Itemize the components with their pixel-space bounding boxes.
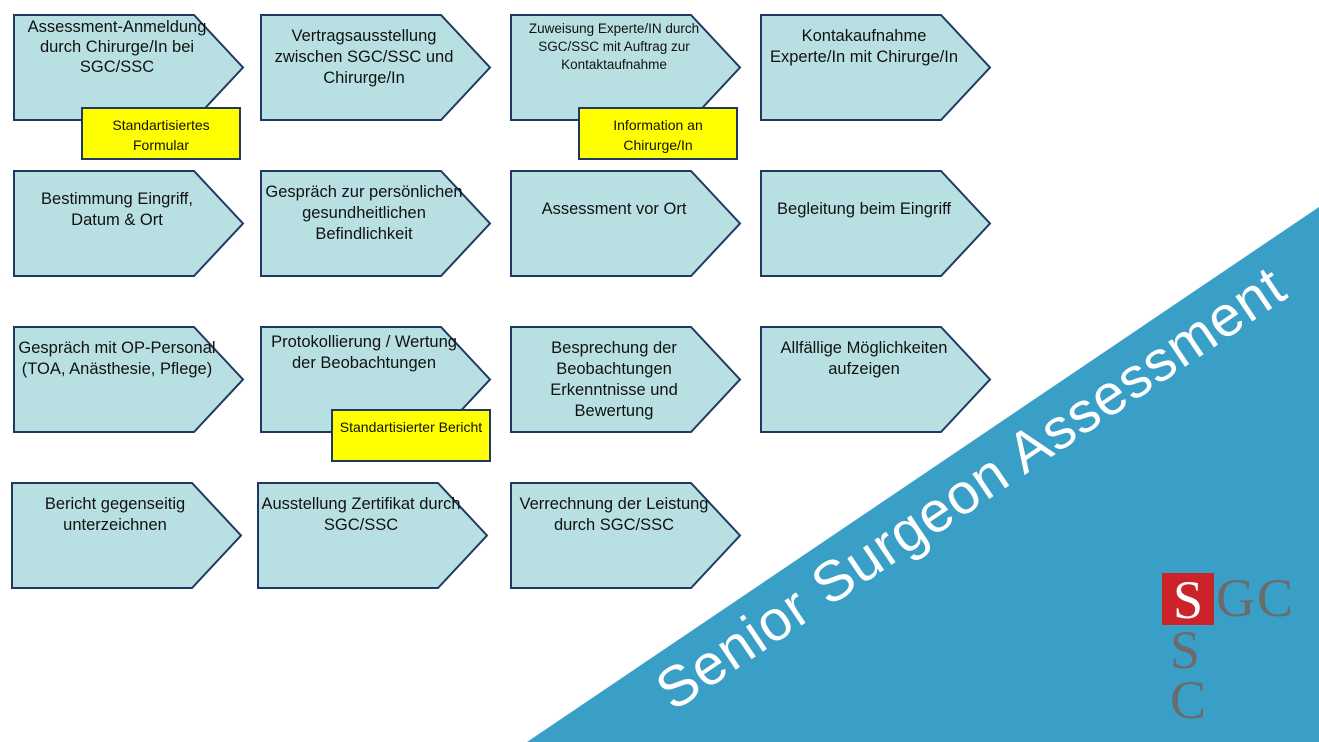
arrow-shape — [11, 482, 243, 589]
process-step-arrow: Gespräch zur persönlichen gesundheitlich… — [260, 170, 492, 277]
logo-letter: C — [1257, 568, 1294, 628]
arrow-shape — [13, 14, 245, 121]
step-label: Begleitung beim Eingriff — [777, 200, 951, 218]
step-label: Zuweisung Experte/IN durch SGC/SSC mit A… — [528, 21, 700, 72]
process-step-arrow: Zuweisung Experte/IN durch SGC/SSC mit A… — [510, 14, 742, 121]
process-step-arrow: Ausstellung Zertifikat durch SGC/SSC — [257, 482, 489, 589]
process-step-arrow: Verrechnung der Leistung durch SGC/SSC — [510, 482, 742, 589]
process-step-arrow: Besprechung der Beobachtungen Erkenntnis… — [510, 326, 742, 433]
process-step-arrow: Assessment-Anmeldung durch Chirurge/In b… — [13, 14, 245, 121]
arrow-shape — [13, 170, 245, 277]
step-label: Ausstellung Zertifikat durch SGC/SSC — [261, 495, 461, 534]
arrow-shape — [760, 14, 992, 121]
arrow-shape — [510, 326, 742, 433]
process-step-arrow: Vertragsausstellung zwischen SGC/SSC und… — [260, 14, 492, 121]
process-step-arrow: Bestimmung Eingriff, Datum & Ort — [13, 170, 245, 277]
step-label: Bestimmung Eingriff, Datum & Ort — [41, 189, 193, 229]
arrow-shape — [760, 326, 992, 433]
arrow-shape — [510, 14, 742, 121]
note-standard-form: Standartisiertes Formular — [81, 107, 241, 160]
arrow-shape — [260, 326, 492, 433]
arrow-shape — [13, 326, 245, 433]
note-standard-report: Standartisierter Bericht — [331, 409, 491, 462]
step-label: Gespräch zur persönlichen gesundheitlich… — [265, 183, 463, 243]
step-label: Allfällige Möglichkeiten aufzeigen — [780, 339, 948, 378]
step-label: Kontakaufnahme Experte/In mit Chirurge/I… — [770, 27, 958, 66]
step-label: Gespräch mit OP-Personal (TOA, Anästhesi… — [18, 339, 216, 378]
process-step-arrow: Gespräch mit OP-Personal (TOA, Anästhesi… — [13, 326, 245, 433]
process-step-arrow: Allfällige Möglichkeiten aufzeigen — [760, 326, 992, 433]
step-label: Verrechnung der Leistung durch SGC/SSC — [519, 495, 709, 534]
process-step-arrow: Kontakaufnahme Experte/In mit Chirurge/I… — [760, 14, 992, 121]
process-step-arrow: Bericht gegenseitig unterzeichnen — [11, 482, 243, 589]
step-label: Protokollierung / Wertung der Beobachtun… — [271, 333, 457, 372]
arrow-shape — [760, 170, 992, 277]
step-label: Assessment-Anmeldung durch Chirurge/In b… — [27, 18, 207, 76]
logo-letter: S — [1170, 620, 1201, 680]
arrow-shape — [260, 14, 492, 121]
note-information-surgeon: Information an Chirurge/In — [578, 107, 738, 160]
step-label: Bericht gegenseitig unterzeichnen — [44, 495, 186, 534]
arrow-shape — [260, 170, 492, 277]
arrow-shape — [510, 482, 742, 589]
logo-letter: C — [1170, 670, 1207, 730]
process-step-arrow: Begleitung beim Eingriff — [760, 170, 992, 277]
step-label: Besprechung der Beobachtungen Erkenntnis… — [550, 339, 678, 420]
process-step-arrow: Assessment vor Ort — [510, 170, 742, 277]
process-step-arrow: Protokollierung / Wertung der Beobachtun… — [260, 326, 492, 433]
step-label: Assessment vor Ort — [541, 200, 687, 218]
arrow-shape — [257, 482, 489, 589]
step-label: Vertragsausstellung zwischen SGC/SSC und… — [274, 27, 454, 87]
logo-letter: S — [1162, 573, 1214, 627]
logo-letter: G — [1216, 568, 1255, 628]
arrow-shape — [510, 170, 742, 277]
